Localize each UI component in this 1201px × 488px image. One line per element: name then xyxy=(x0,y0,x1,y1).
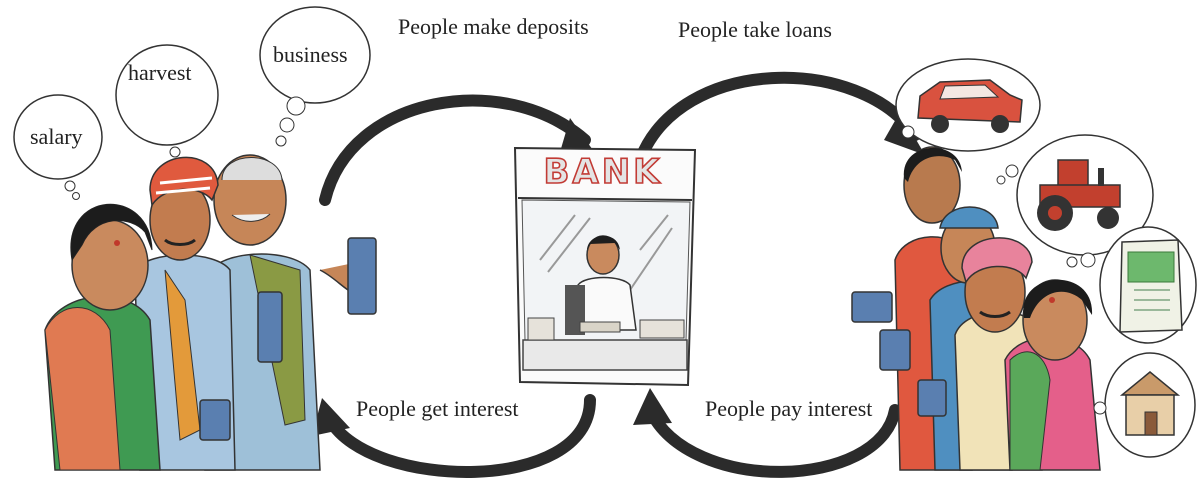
interest-paid-arrow xyxy=(633,388,901,478)
fertilizer-bag-icon xyxy=(1119,239,1183,333)
house-icon xyxy=(1119,371,1181,436)
bank-sign: BANK xyxy=(543,151,663,193)
car-thought-bubble xyxy=(895,58,1041,152)
borrowers-group xyxy=(851,146,1101,471)
caption-people-take-loans: People take loans xyxy=(678,17,832,42)
caption-people-get-interest: People get interest xyxy=(356,396,519,421)
caption-people-make-deposits: People make deposits xyxy=(398,14,589,39)
interest-received-arrow xyxy=(312,394,596,478)
bubble-text-business: business xyxy=(273,42,348,67)
thought-bubble-salary xyxy=(13,94,103,200)
house-thought-bubble xyxy=(1093,352,1196,458)
car-icon xyxy=(917,79,1023,133)
fertilizer-thought-bubble xyxy=(1066,226,1197,344)
tractor-thought-bubble xyxy=(996,134,1154,256)
bubble-text-salary: salary xyxy=(30,124,83,149)
loan-arrow xyxy=(634,71,925,166)
bank-booth xyxy=(513,146,697,387)
thought-bubble-business xyxy=(259,6,371,147)
caption-people-pay-interest: People pay interest xyxy=(705,396,873,421)
bubble-text-harvest: harvest xyxy=(128,60,192,85)
tractor-icon xyxy=(1037,159,1121,231)
thought-bubble-harvest xyxy=(115,44,219,167)
depositors-group xyxy=(44,154,377,471)
